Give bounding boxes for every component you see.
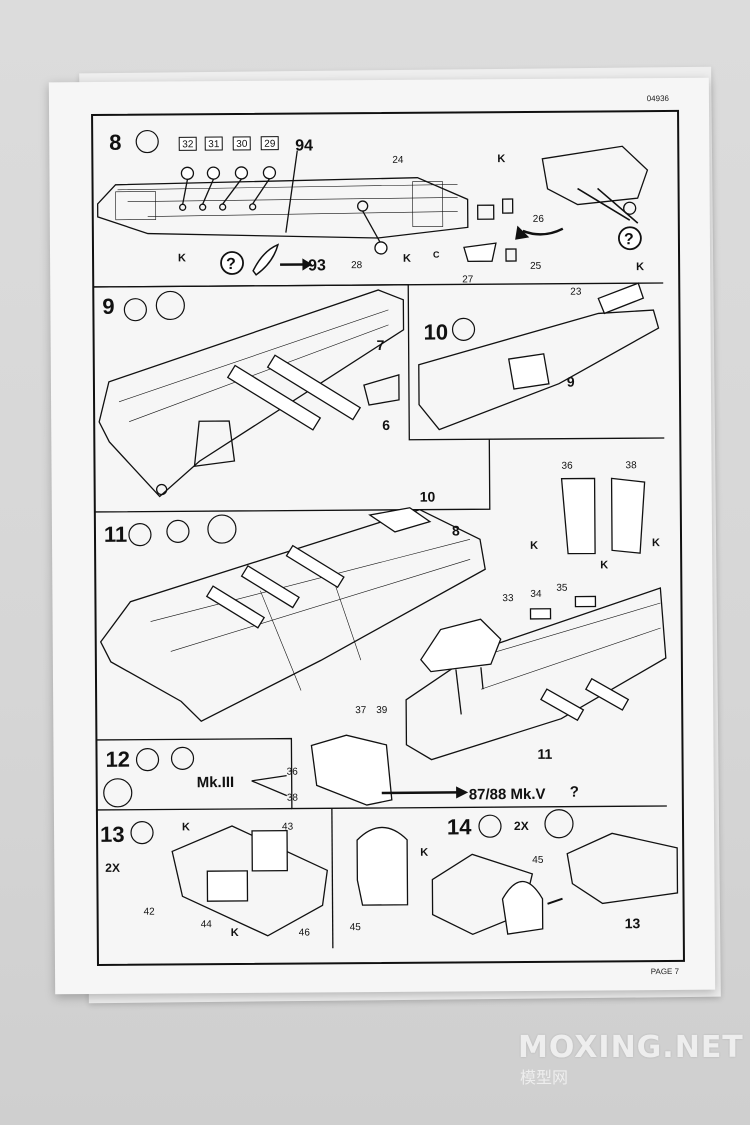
- part-8-label: 8: [452, 522, 460, 538]
- nacelle-step13: [171, 825, 329, 937]
- quantity-2x-label: 2X: [105, 861, 120, 875]
- part-45-label: 45: [532, 855, 544, 866]
- fuselage-step9: [98, 289, 405, 498]
- divider-step12b: [96, 807, 292, 811]
- glue-icon: [135, 747, 160, 772]
- step-8-number: 8: [109, 130, 121, 155]
- clock-icon: [103, 778, 133, 808]
- glue-icon: [135, 129, 159, 154]
- step-10-number: 10: [423, 319, 448, 344]
- divider-step11: [94, 439, 491, 513]
- fuselage-assembly-step11: [99, 508, 486, 723]
- question-mark: ?: [570, 784, 579, 801]
- divider-step9: [93, 284, 665, 441]
- k-marker: K: [182, 821, 190, 833]
- part-29-label: 29: [264, 139, 276, 150]
- part-26-label: 26: [533, 214, 545, 225]
- k-marker: K: [530, 540, 538, 552]
- part-46-label: 46: [299, 927, 311, 938]
- glue-icon: [451, 317, 476, 341]
- part-7-label: 7: [377, 337, 385, 353]
- part-38-label: 38: [625, 460, 637, 471]
- part-94-label: 94: [295, 137, 313, 154]
- question-mark: ?: [624, 231, 634, 248]
- part-32-label: 32: [182, 139, 194, 150]
- canopy-part: [420, 618, 502, 673]
- part-10-label: 10: [420, 489, 436, 505]
- part-9-label: 9: [567, 374, 575, 390]
- step-11-number: 11: [104, 522, 127, 547]
- tape-icon: [170, 746, 195, 770]
- part-43-label: 43: [282, 822, 294, 833]
- step-13-number: 13: [100, 822, 125, 847]
- part-37-label: 37: [355, 705, 367, 716]
- question-mark: ?: [226, 256, 236, 273]
- part-39-label: 39: [376, 705, 388, 716]
- glue-icon: [123, 298, 147, 322]
- clock-icon: [155, 290, 185, 321]
- k-marker: K: [231, 927, 239, 939]
- variant-mk3-label: Mk.III: [197, 774, 235, 791]
- variant-mk5-label: 87/88 Mk.V: [469, 786, 546, 804]
- part-36-step12-label: 36: [287, 767, 299, 778]
- watermark-subtext: 模型网: [520, 1068, 569, 1087]
- glue-icon: [478, 814, 502, 838]
- part-33-label: 33: [502, 593, 514, 604]
- part-13-label: 13: [625, 915, 641, 931]
- part-93-label: 93: [308, 257, 326, 274]
- rear-fuselage-step11: [405, 587, 667, 761]
- divider-step13: [331, 808, 334, 949]
- fuselage-half-step8: [96, 177, 469, 239]
- k-marker: K: [600, 559, 608, 571]
- k-marker: K: [403, 253, 411, 265]
- part-27-label: 27: [462, 274, 474, 285]
- c-marker: C: [433, 250, 440, 260]
- bulkhead-step14: [356, 826, 409, 906]
- k-marker: K: [420, 847, 428, 859]
- part-38-step12-label: 38: [287, 793, 299, 804]
- clock-icon: [207, 514, 237, 544]
- glue-icon: [130, 821, 154, 845]
- part-35-label: 35: [556, 583, 568, 594]
- step-12-number: 12: [105, 747, 130, 772]
- nose-step12: [310, 734, 393, 806]
- part-25-label: 25: [530, 261, 542, 272]
- part-30-label: 30: [236, 139, 248, 150]
- part-28-label: 28: [351, 260, 363, 271]
- part-44-label: 44: [201, 919, 213, 930]
- step-14-number: 14: [447, 814, 472, 839]
- part-6-label: 6: [382, 417, 390, 433]
- quantity-2x-label: 2X: [514, 819, 529, 833]
- part-36-label: 36: [561, 461, 573, 472]
- part-24-label: 24: [392, 155, 404, 166]
- step-9-number: 9: [102, 294, 114, 319]
- clock-icon: [544, 809, 574, 839]
- k-marker: K: [652, 537, 660, 549]
- tape-icon: [166, 519, 190, 543]
- k-marker: K: [178, 252, 186, 264]
- glue-icon: [128, 523, 152, 547]
- divider-step12: [96, 737, 667, 810]
- nose-detail-step8: [541, 145, 649, 206]
- part-11-label: 11: [537, 746, 552, 762]
- part-23-label: 23: [570, 287, 582, 298]
- part-45-label: 45: [350, 922, 362, 933]
- part-34-label: 34: [530, 589, 542, 600]
- part-31-label: 31: [208, 139, 220, 150]
- part-42-label: 42: [144, 907, 156, 918]
- k-marker: K: [636, 261, 644, 273]
- watermark-text: MOXING.NET: [518, 1030, 744, 1065]
- k-marker: K: [497, 153, 505, 165]
